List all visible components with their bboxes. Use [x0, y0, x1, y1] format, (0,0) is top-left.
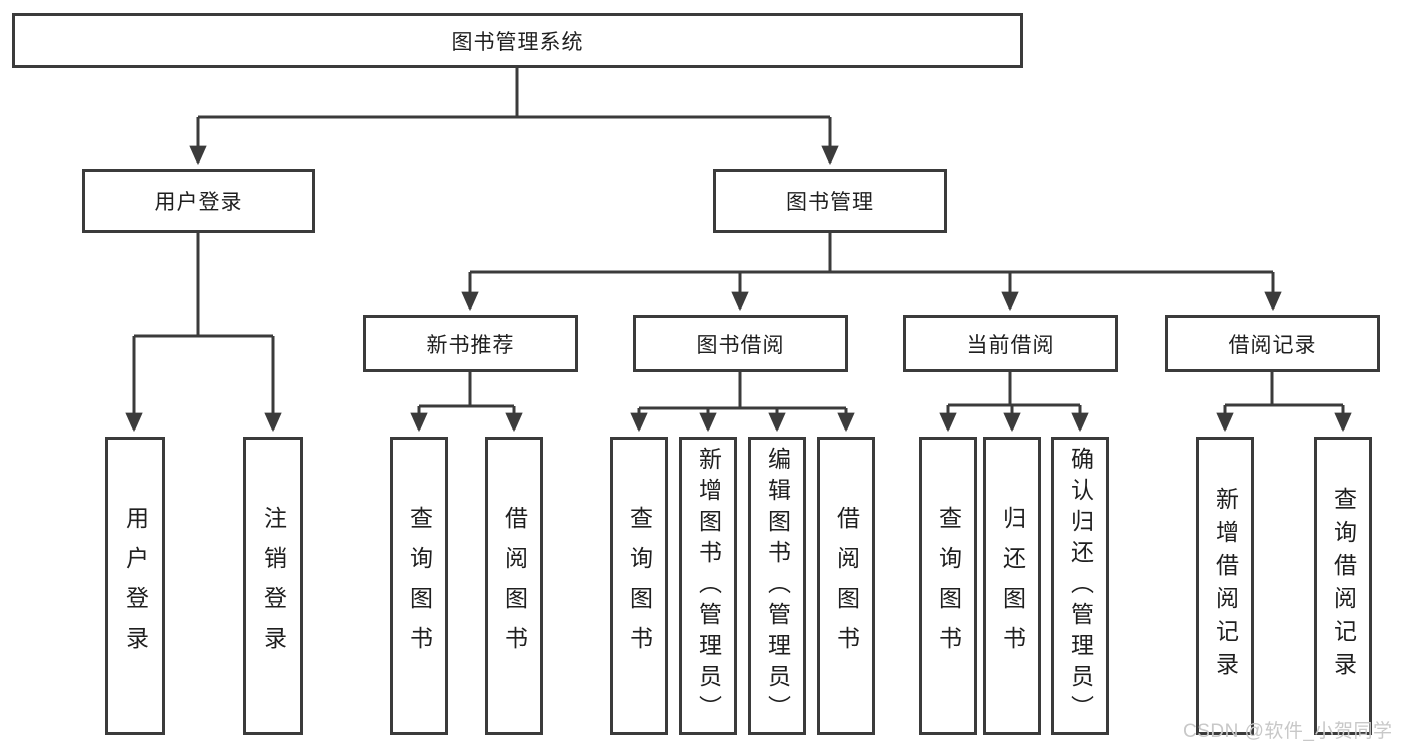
- leaf-user-login-label: 用户登录: [122, 506, 149, 666]
- leaf-query-book-current: 查询图书: [919, 437, 977, 735]
- node-book-borrow: 图书借阅: [633, 315, 848, 372]
- leaf-confirm-return-admin-label: 确认归还（管理员）: [1067, 446, 1094, 726]
- leaf-add-borrow-record-label: 新增借阅记录: [1212, 487, 1239, 685]
- leaf-add-borrow-record: 新增借阅记录: [1196, 437, 1254, 735]
- leaf-logout: 注销登录: [243, 437, 303, 735]
- node-borrow-record: 借阅记录: [1165, 315, 1380, 372]
- leaf-add-book-admin-label: 新增图书（管理员）: [695, 446, 722, 726]
- node-current-borrow: 当前借阅: [903, 315, 1118, 372]
- leaf-borrow-book-label: 借阅图书: [833, 506, 860, 666]
- watermark: CSDN @软件_小贺同学: [1183, 721, 1393, 742]
- node-current-borrow-label: 当前借阅: [966, 333, 1055, 357]
- leaf-query-book-borrow: 查询图书: [610, 437, 668, 735]
- leaf-query-book-borrow-label: 查询图书: [626, 506, 653, 666]
- node-new-book-recommend: 新书推荐: [363, 315, 578, 372]
- leaf-add-book-admin: 新增图书（管理员）: [679, 437, 737, 735]
- leaf-return-book: 归还图书: [983, 437, 1041, 735]
- node-book-management: 图书管理: [713, 169, 947, 233]
- leaf-logout-label: 注销登录: [260, 506, 287, 666]
- leaf-query-book-recommend: 查询图书: [390, 437, 448, 735]
- leaf-user-login: 用户登录: [105, 437, 165, 735]
- leaf-query-borrow-record: 查询借阅记录: [1314, 437, 1372, 735]
- leaf-edit-book-admin-label: 编辑图书（管理员）: [764, 446, 791, 726]
- leaf-query-borrow-record-label: 查询借阅记录: [1330, 487, 1357, 685]
- leaf-return-book-label: 归还图书: [999, 506, 1026, 666]
- leaf-borrow-book-recommend: 借阅图书: [485, 437, 543, 735]
- node-root-system: 图书管理系统: [12, 13, 1023, 68]
- leaf-query-book-recommend-label: 查询图书: [406, 506, 433, 666]
- leaf-borrow-book-recommend-label: 借阅图书: [501, 506, 528, 666]
- node-new-book-recommend-label: 新书推荐: [426, 333, 515, 357]
- node-borrow-record-label: 借阅记录: [1228, 333, 1317, 357]
- node-user-login: 用户登录: [82, 169, 315, 233]
- leaf-borrow-book: 借阅图书: [817, 437, 875, 735]
- node-root-label: 图书管理系统: [451, 30, 584, 54]
- node-user-login-label: 用户登录: [154, 191, 243, 214]
- leaf-edit-book-admin: 编辑图书（管理员）: [748, 437, 806, 735]
- node-book-management-label: 图书管理: [786, 191, 874, 214]
- leaf-query-book-current-label: 查询图书: [935, 506, 962, 666]
- node-book-borrow-label: 图书借阅: [696, 333, 785, 357]
- leaf-confirm-return-admin: 确认归还（管理员）: [1051, 437, 1109, 735]
